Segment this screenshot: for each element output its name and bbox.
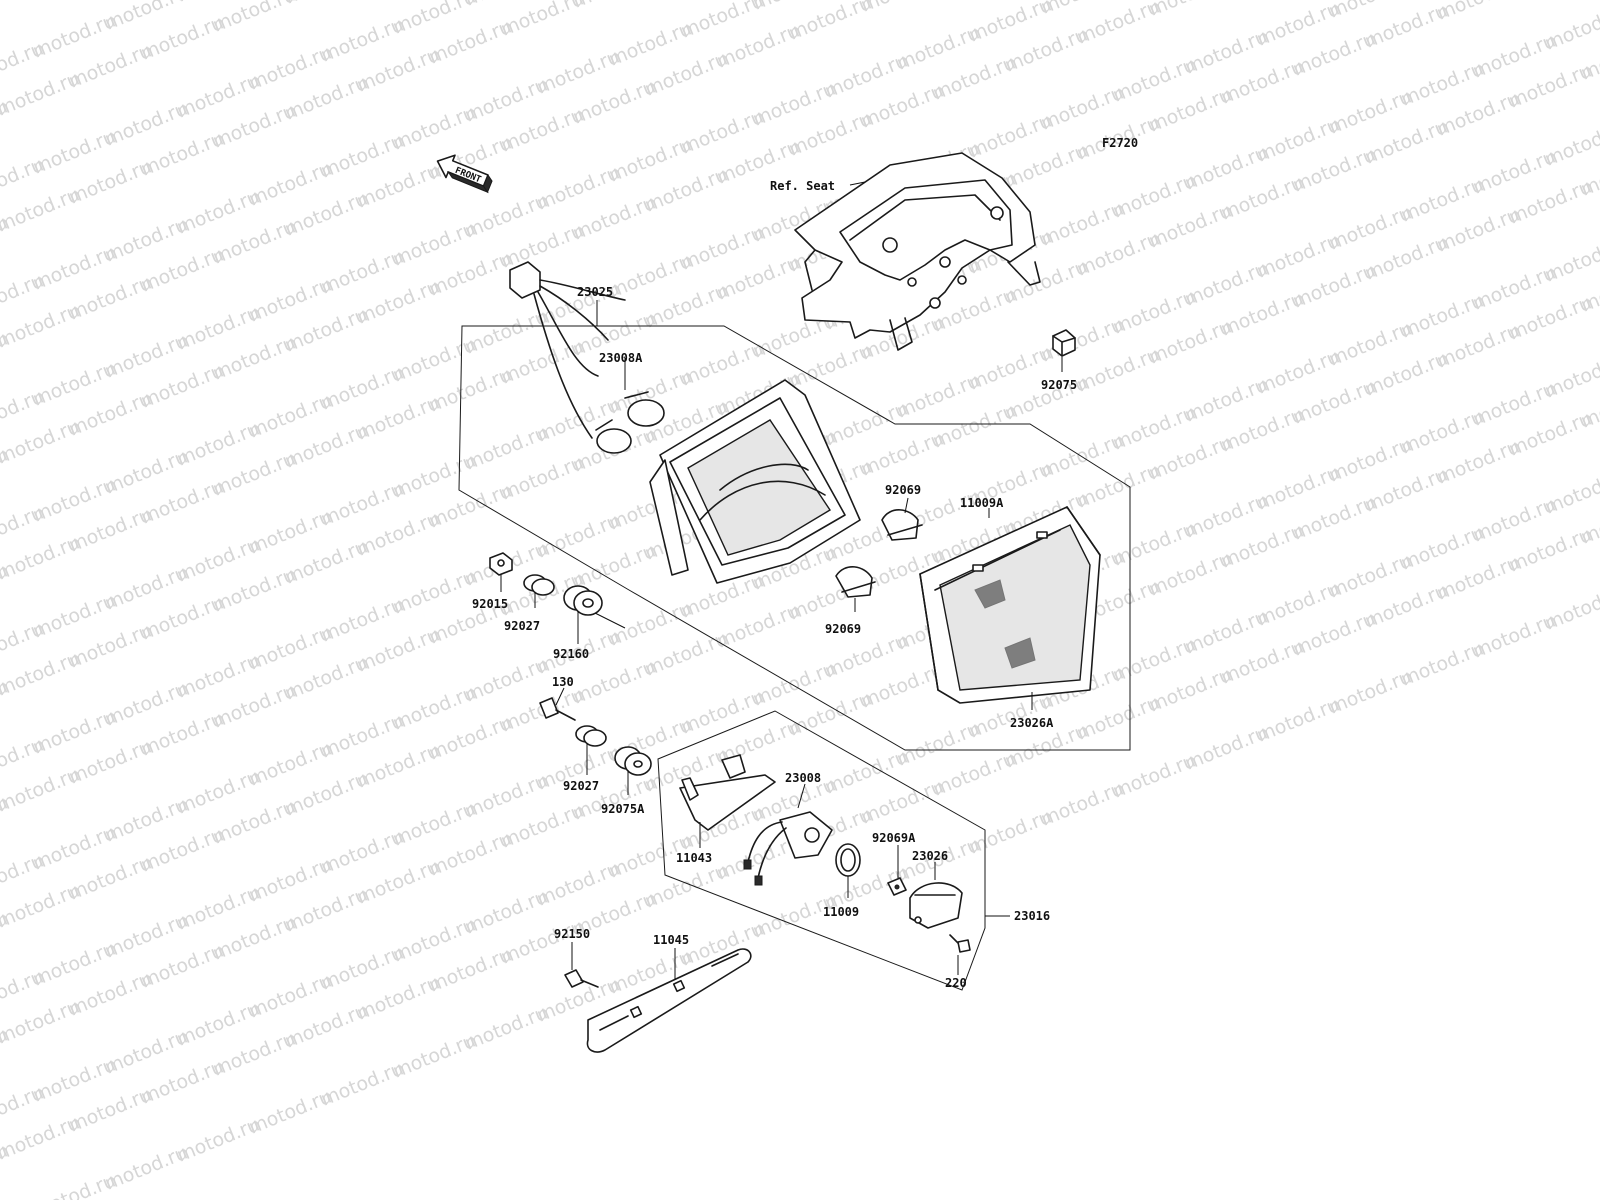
leader-lines <box>500 181 1063 980</box>
watermark-text: motod.ru <box>1542 350 1600 403</box>
watermark-text: motod.ru <box>1542 2 1600 55</box>
part-label-130[interactable]: 130 <box>552 675 574 689</box>
part-label-11009[interactable]: 11009 <box>823 905 859 919</box>
watermark-text: motod.ru <box>0 0 83 5</box>
watermark-text: motod.ru <box>1542 582 1600 635</box>
screw-220-part <box>949 934 971 953</box>
part-label-92069-upper[interactable]: 92069 <box>885 483 921 497</box>
part-label-92150[interactable]: 92150 <box>554 927 590 941</box>
part-label-92160[interactable]: 92160 <box>553 647 589 661</box>
seat-bracket-part <box>794 152 1041 351</box>
part-label-23025[interactable]: 23025 <box>577 285 613 299</box>
part-label-92015[interactable]: 92015 <box>472 597 508 611</box>
ref-seat-label: Ref. Seat <box>770 179 835 193</box>
watermark-text: motod.ru <box>498 0 587 41</box>
watermark-text: motod.ru <box>0 0 11 33</box>
bolt-92150-part <box>564 969 599 988</box>
part-label-23008[interactable]: 23008 <box>785 771 821 785</box>
part-label-23026A[interactable]: 23026A <box>1010 716 1054 730</box>
figure-code: F2720 <box>1102 136 1138 150</box>
watermark-text: motod.ru <box>1434 0 1523 25</box>
watermark-text: motod.ru <box>570 0 659 13</box>
tail-light-lens-part <box>919 506 1101 704</box>
plate-bracket-11045-part <box>586 948 752 1053</box>
watermark-text: motod.ru <box>1542 466 1600 519</box>
part-label-23026[interactable]: 23026 <box>912 849 948 863</box>
grommet-92075A-part <box>614 746 652 776</box>
part-label-92027-lower[interactable]: 92027 <box>563 779 599 793</box>
watermark-text: motod.ru <box>1146 0 1235 21</box>
assembly-23025-outline <box>458 325 1131 751</box>
license-lens-23026-part <box>909 882 963 929</box>
assembly-23016-outline <box>657 710 986 991</box>
part-label-92069-lower[interactable]: 92069 <box>825 622 861 636</box>
part-label-220[interactable]: 220 <box>945 976 967 990</box>
bulb-92069A-part <box>887 877 907 896</box>
bulb-92069-upper-part <box>881 509 923 541</box>
gasket-11009-part <box>835 843 861 877</box>
part-label-11045[interactable]: 11045 <box>653 933 689 947</box>
part-label-92069A[interactable]: 92069A <box>872 831 916 845</box>
lamp-socket-23008-part <box>743 811 833 886</box>
part-label-23016[interactable]: 23016 <box>1014 909 1050 923</box>
watermark-text: motod.ru <box>282 0 371 9</box>
part-label-23008A[interactable]: 23008A <box>599 351 643 365</box>
grommet-92160-part <box>563 585 603 616</box>
collar-92027-upper-part <box>523 574 555 596</box>
watermark-text: motod.ru <box>1542 234 1600 287</box>
collar-92027-lower-part <box>575 725 607 747</box>
part-label-11009A[interactable]: 11009A <box>960 496 1004 510</box>
tail-light-housing-part <box>649 379 861 584</box>
fastener-axis-line <box>594 612 626 629</box>
watermark-text: motod.ru <box>210 0 299 37</box>
part-label-11043[interactable]: 11043 <box>676 851 712 865</box>
lamp-bracket-11043-part <box>679 754 776 831</box>
wiring-harness-part <box>509 261 665 454</box>
watermark-text: motod.ru <box>1542 118 1600 171</box>
bulb-92069-lower-part <box>835 566 876 598</box>
nut-92015-part <box>489 552 513 576</box>
part-label-92075A[interactable]: 92075A <box>601 802 645 816</box>
part-label-92075[interactable]: 92075 <box>1041 378 1077 392</box>
bolt-130-part <box>539 697 576 721</box>
part-label-92027-upper[interactable]: 92027 <box>504 619 540 633</box>
watermark-text: motod.ru <box>858 0 947 17</box>
front-arrow-icon: FRONT <box>436 154 493 194</box>
nut-92075-part <box>1052 329 1076 357</box>
